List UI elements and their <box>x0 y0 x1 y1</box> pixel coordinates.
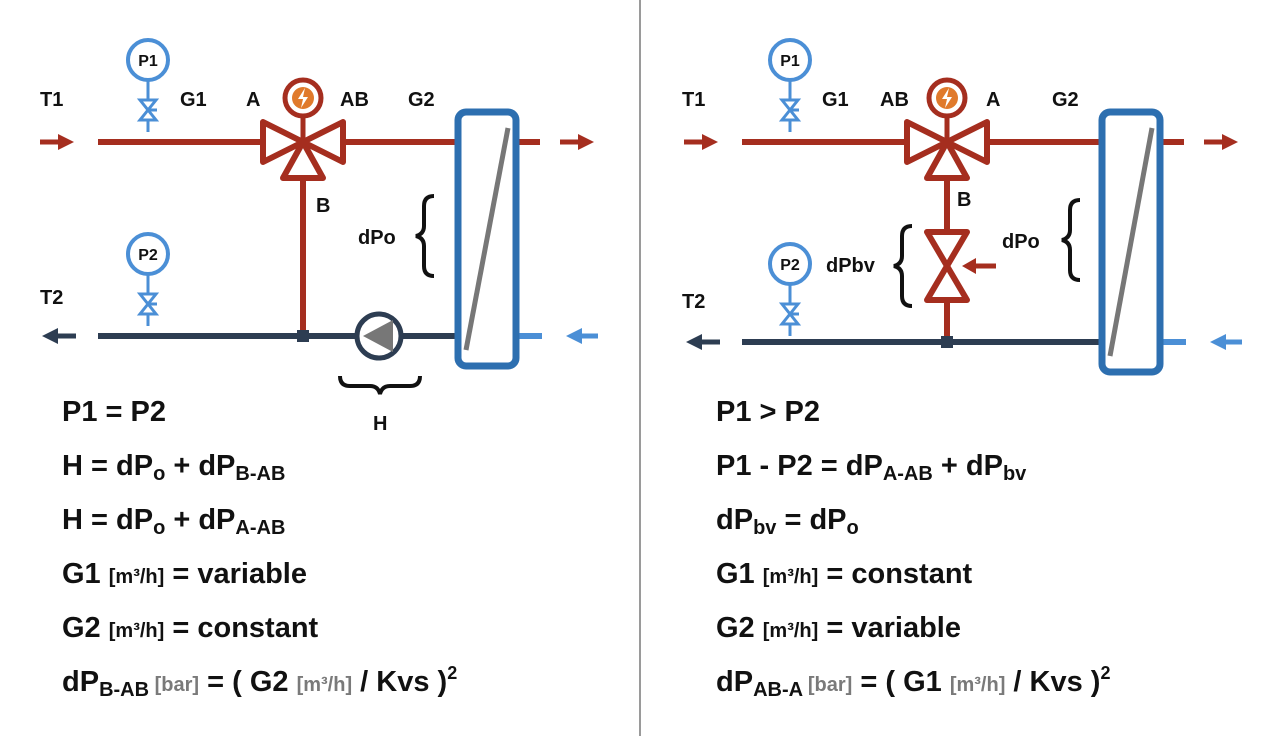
right-p1-gauge-label: P1 <box>780 53 800 70</box>
left-t2-arrow-icon <box>42 328 76 344</box>
left-g1-label: G1 <box>180 89 207 111</box>
left-t1-label: T1 <box>40 89 63 111</box>
left-g2-label: G2 <box>408 89 435 111</box>
right-t2-label: T2 <box>682 291 705 313</box>
right-balancing-valve-icon <box>924 229 996 303</box>
left-pump-icon <box>354 311 404 361</box>
right-bypass-junction <box>941 336 953 348</box>
left-heat-exchanger-icon <box>454 108 520 370</box>
right-dpbv-brace <box>893 224 913 308</box>
left-equation-2: H = dPo + dPB-AB <box>62 450 286 485</box>
right-cold-in-arrow-icon <box>1210 334 1242 350</box>
right-dpbv-label: dPbv <box>826 255 876 277</box>
left-equation-1: P1 = P2 <box>62 396 166 428</box>
left-cold-in-arrow-icon <box>566 328 598 344</box>
right-supply-out-arrow-icon <box>1204 134 1238 150</box>
left-t1-arrow-icon <box>40 134 74 150</box>
right-t2-arrow-icon <box>686 334 720 350</box>
left-dpo-label: dPo <box>358 227 396 249</box>
right-t1-arrow-icon <box>684 134 718 150</box>
right-dpo-brace <box>1061 198 1081 282</box>
right-p2-gauge-label: P2 <box>780 257 800 274</box>
right-port-a-label: A <box>986 89 1000 111</box>
left-equation-4: G1 [m³/h] = variable <box>62 558 307 590</box>
left-equation-5: G2 [m³/h] = constant <box>62 612 319 644</box>
left-bypass-junction <box>297 330 309 342</box>
right-three-way-valve-icon <box>907 80 987 178</box>
left-t2-label: T2 <box>40 287 63 309</box>
right-dpo-label: dPo <box>1002 231 1040 253</box>
right-port-b-label: B <box>957 189 971 211</box>
right-heat-exchanger-icon <box>1098 108 1164 376</box>
left-equation-6: dPB-AB [bar] = ( G2 [m³/h] / Kvs )2 <box>62 663 458 701</box>
right-t1-label: T1 <box>682 89 705 111</box>
right-equation-4: G1 [m³/h] = constant <box>716 558 973 590</box>
right-equation-3: dPbv = dPo <box>716 504 859 539</box>
right-g1-label: G1 <box>822 89 849 111</box>
right-diagram: T1 T2 G1 G2 AB A B dPo dPbv P1 P2 <box>682 38 1242 376</box>
left-h-brace <box>338 375 422 395</box>
right-equation-5: G2 [m³/h] = variable <box>716 612 961 644</box>
left-three-way-valve-icon <box>263 80 343 178</box>
left-h-label: H <box>373 413 387 435</box>
left-p1-gauge-label: P1 <box>138 53 158 70</box>
left-diagram: T1 T2 G1 G2 A AB B dPo H P1 P2 <box>40 38 598 435</box>
left-port-a-label: A <box>246 89 260 111</box>
right-equation-6: dPAB-A [bar] = ( G1 [m³/h] / Kvs )2 <box>716 663 1111 701</box>
left-port-ab-label: AB <box>340 89 369 111</box>
right-port-ab-label: AB <box>880 89 909 111</box>
left-p2-gauge-label: P2 <box>138 247 158 264</box>
left-port-b-label: B <box>316 195 330 217</box>
right-g2-label: G2 <box>1052 89 1079 111</box>
right-equation-1: P1 > P2 <box>716 396 820 428</box>
left-supply-out-arrow-icon <box>560 134 594 150</box>
left-dpo-brace <box>415 194 435 278</box>
left-equation-3: H = dPo + dPA-AB <box>62 504 286 539</box>
right-equation-2: P1 - P2 = dPA-AB + dPbv <box>716 450 1027 485</box>
